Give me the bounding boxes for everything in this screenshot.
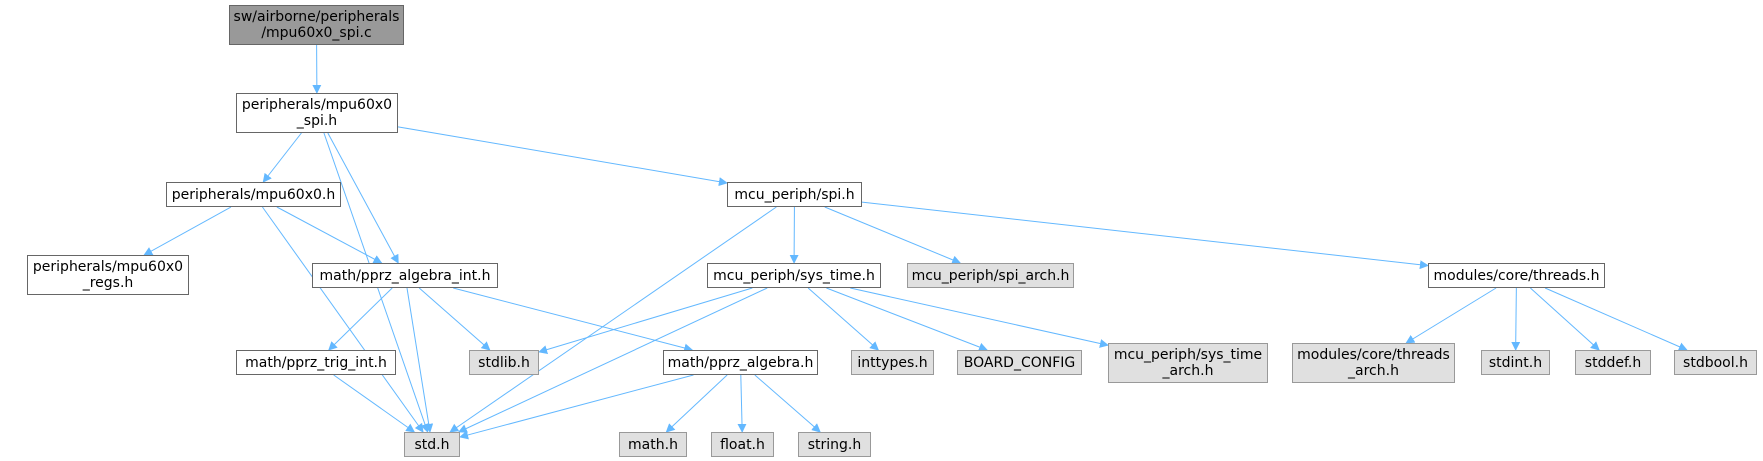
edge-threads_h-to-stdint_h (1511, 287, 1521, 351)
edge-pprz_algebra_h-to-float_h (737, 374, 747, 433)
node-pprz-trig-int-h[interactable]: math/pprz_trig_int.h (236, 350, 396, 375)
node-mpu60x0-regs-h[interactable]: peripherals/mpu60x0 _regs.h (27, 255, 189, 295)
edge-pprz_trig_int_h-to-std_h (333, 374, 416, 433)
edge-mpu60x0_h-to-std_h (262, 206, 424, 433)
node-mpu60x0-h[interactable]: peripherals/mpu60x0.h (166, 182, 341, 207)
node-std-h[interactable]: std.h (404, 432, 460, 457)
edge-sys_time_h-to-stdlib_h (538, 287, 753, 354)
edge-mpu60x0_h-to-pprz_algebra_int_h (276, 206, 383, 264)
node-mpu60x0-spi-c: sw/airborne/peripherals /mpu60x0_spi.c (229, 5, 404, 45)
node-threads-h[interactable]: modules/core/threads.h (1428, 263, 1605, 288)
node-stdbool-h[interactable]: stdbool.h (1674, 350, 1757, 375)
edge-sys_time_h-to-inttypes_h (807, 287, 880, 351)
edge-spi_h-to-spi_arch_h (824, 206, 962, 265)
node-math-h[interactable]: math.h (619, 432, 687, 457)
node-board-config[interactable]: BOARD_CONFIG (957, 350, 1082, 375)
node-float-h[interactable]: float.h (711, 432, 774, 457)
edge-sys_time_h-to-board_config (826, 287, 988, 352)
edge-pprz_algebra_h-to-std_h (459, 374, 694, 440)
node-spi-arch-h[interactable]: mcu_periph/spi_arch.h (907, 263, 1074, 288)
edge-sys_time_h-to-sys_time_arch_h (850, 287, 1109, 348)
node-pprz-algebra-int-h[interactable]: math/pprz_algebra_int.h (312, 263, 498, 288)
edge-spi_h-to-std_h (449, 206, 777, 433)
edge-mpu60x0_spi_h-to-mpu60x0_h (262, 132, 302, 183)
node-stdint-h[interactable]: stdint.h (1481, 350, 1550, 375)
edge-threads_h-to-threads_arch_h (1405, 287, 1497, 344)
edge-mpu60x0_spi_h-to-spi_h (397, 126, 728, 187)
edge-mpu60x0_spi_h-to-pprz_algebra_int_h (327, 132, 399, 264)
node-stddef-h[interactable]: stddef.h (1575, 350, 1651, 375)
edge-pprz_algebra_int_h-to-stdlib_h (418, 287, 491, 351)
edge-pprz_algebra_h-to-string_h (754, 374, 821, 433)
edge-spi_h-to-threads_h (861, 201, 1429, 270)
edge-threads_h-to-stdbool_h (1544, 287, 1688, 351)
node-inttypes-h[interactable]: inttypes.h (851, 350, 934, 375)
edge-pprz_algebra_int_h-to-pprz_algebra_h (453, 287, 694, 353)
node-stdlib-h[interactable]: stdlib.h (469, 350, 539, 375)
edge-pprz_algebra_h-to-math_h (665, 374, 728, 433)
node-mpu60x0-spi-h[interactable]: peripherals/mpu60x0 _spi.h (236, 93, 398, 133)
node-sys-time-h[interactable]: mcu_periph/sys_time.h (707, 263, 881, 288)
edge-sys_time_h-to-std_h (457, 287, 768, 433)
edge-pprz_algebra_int_h-to-pprz_trig_int_h (328, 287, 393, 351)
node-sys-time-arch-h[interactable]: mcu_periph/sys_time _arch.h (1108, 343, 1268, 383)
node-string-h[interactable]: string.h (798, 432, 871, 457)
node-pprz-algebra-h[interactable]: math/pprz_algebra.h (663, 350, 818, 375)
edge-threads_h-to-stddef_h (1530, 287, 1600, 351)
edge-mpu60x0_h-to-mpu60x0_regs_h (143, 206, 232, 256)
node-spi-h[interactable]: mcu_periph/spi.h (727, 182, 862, 207)
node-threads-arch-h[interactable]: modules/core/threads _arch.h (1292, 343, 1455, 383)
edge-pprz_algebra_int_h-to-std_h (406, 287, 434, 433)
